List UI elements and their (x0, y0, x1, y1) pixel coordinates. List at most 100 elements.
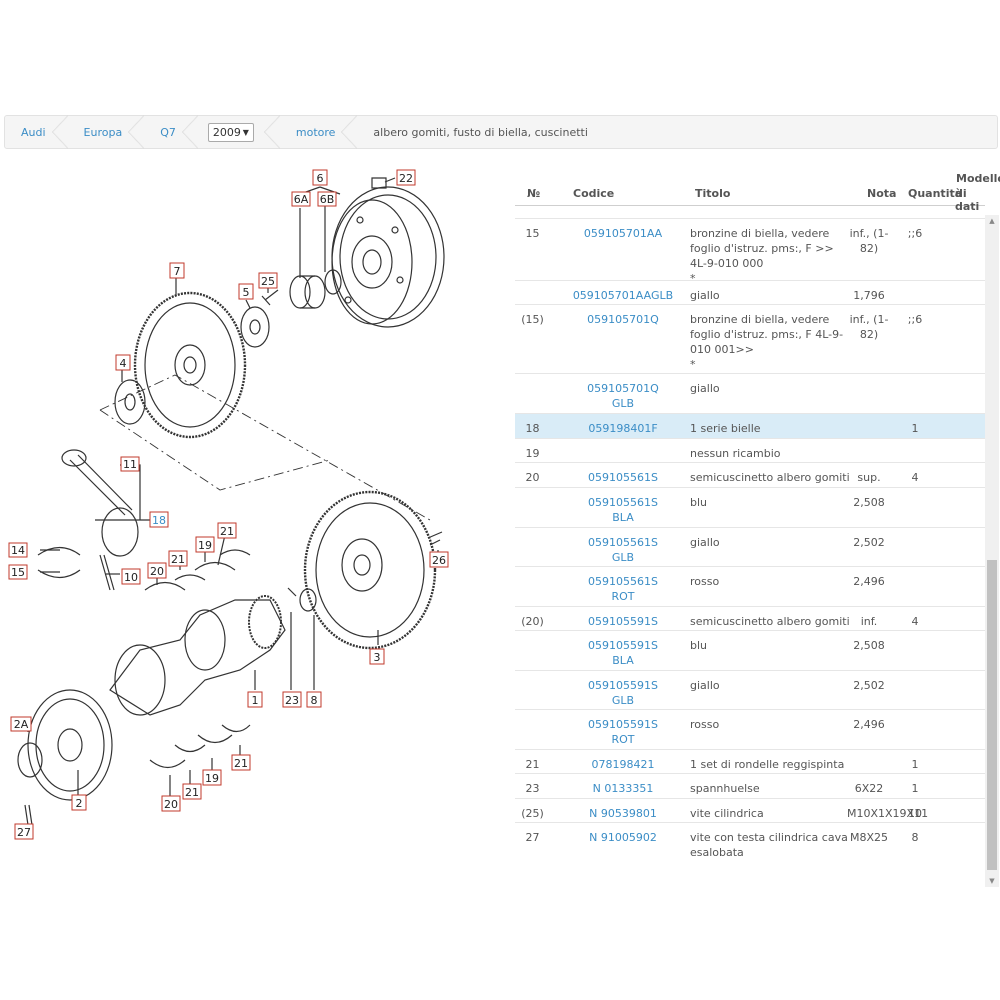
callout-label[interactable]: 8 (311, 694, 318, 707)
table-scrollbar[interactable]: ▲ ▼ (985, 215, 999, 887)
callout-label[interactable]: 27 (17, 826, 31, 839)
part-note: M10X1X19X11 (847, 807, 929, 820)
part-code-link[interactable]: 059105561S ROT (588, 575, 658, 603)
part-quantity: ;;6 (907, 313, 923, 326)
table-row[interactable]: 27 N 91005902 vite con testa cilindrica ca… (515, 822, 985, 878)
callout-label[interactable]: 10 (124, 571, 138, 584)
table-header: № Codice Titolo Nota Quantità Modello di… (515, 170, 1000, 213)
part-code-link[interactable]: 059105701AAGLB (572, 289, 674, 302)
part-title: nessun ricambio (690, 447, 781, 460)
part-code-link[interactable]: 059105561S GLB (588, 536, 658, 564)
callout-label[interactable]: 18 (152, 514, 166, 527)
callout-label[interactable]: 21 (234, 757, 248, 770)
row-number: (20) (521, 615, 544, 628)
callout-label[interactable]: 15 (11, 566, 25, 579)
callout-label[interactable]: 25 (261, 275, 275, 288)
part-code-link[interactable]: 059105701Q GLB (587, 382, 659, 410)
callout-label[interactable]: 21 (171, 553, 185, 566)
callout-label[interactable]: 21 (185, 786, 199, 799)
part-note: 2,496 (853, 718, 885, 731)
callout-label[interactable]: 7 (174, 265, 181, 278)
breadcrumb-q7[interactable]: Q7 (144, 115, 198, 149)
callout-label[interactable]: 5 (243, 286, 250, 299)
callout-label[interactable]: 14 (11, 544, 25, 557)
callout-label[interactable]: 22 (399, 172, 413, 185)
part-note: 2,496 (853, 575, 885, 588)
part-note: 1,796 (853, 289, 885, 302)
part-quantity: 1 (911, 758, 919, 771)
part-code-link[interactable]: 059105561S (588, 471, 658, 484)
breadcrumb-current: albero gomiti, fusto di biella, cuscinet… (373, 125, 588, 139)
breadcrumb-audi[interactable]: Audi (5, 115, 68, 149)
part-code-link[interactable]: 059105701AA (583, 227, 663, 240)
callout-label[interactable]: 21 (220, 525, 234, 538)
breadcrumb-motore[interactable]: motore (280, 115, 358, 149)
callout-label[interactable]: 19 (205, 772, 219, 785)
callout-label[interactable]: 4 (120, 357, 127, 370)
row-number: 23 (525, 782, 540, 795)
part-code-link[interactable]: 059198401F (588, 422, 658, 435)
callout-label[interactable]: 20 (164, 798, 178, 811)
callout-label[interactable]: 6B (320, 193, 335, 206)
scroll-thumb[interactable] (987, 560, 997, 870)
breadcrumb-europa[interactable]: Europa (68, 115, 145, 149)
part-code-link[interactable]: 059105591S (588, 615, 658, 628)
part-code-link[interactable]: N 91005902 (589, 831, 657, 844)
part-code-link[interactable]: 059105591S ROT (588, 718, 658, 746)
part-code-link[interactable]: 078198421 (591, 758, 655, 771)
part-title: rosso (690, 575, 720, 588)
row-number: 27 (525, 831, 540, 844)
table-row[interactable]: 059105561S ROT rosso 2,496 (515, 566, 985, 606)
callout-label[interactable]: 26 (432, 554, 446, 567)
scroll-down-icon[interactable]: ▼ (989, 877, 995, 885)
part-note: 2,502 (853, 536, 885, 549)
part-code-link[interactable]: N 0133351 (592, 782, 654, 795)
part-title: vite con testa cilindrica cava esalobata (690, 831, 848, 859)
part-title: 1 serie bielle (690, 422, 761, 435)
callout-label[interactable]: 6 (317, 172, 324, 185)
year-value: 2009 (212, 125, 241, 139)
part-title: bronzine di biella, vedere foglio d'istr… (690, 313, 844, 371)
callout-label[interactable]: 2 (76, 797, 83, 810)
callout-label[interactable]: 11 (123, 458, 137, 471)
part-code-link[interactable]: 059105701Q (587, 313, 659, 326)
callout-label[interactable]: 20 (150, 565, 164, 578)
header-extra1: Modello (956, 172, 1000, 185)
callout-label[interactable]: 6A (294, 193, 309, 206)
year-select[interactable]: 2009 ▼ (207, 122, 254, 142)
row-number: 15 (525, 227, 540, 240)
callout-label[interactable]: 23 (285, 694, 299, 707)
part-code-link[interactable]: 059105591S BLA (588, 639, 658, 667)
header-code: Codice (573, 187, 615, 200)
part-code-link[interactable]: 059105561S BLA (588, 496, 658, 524)
part-note: inf., (1- 82) (849, 313, 889, 341)
part-code-link[interactable]: 059105591S GLB (588, 679, 658, 707)
scroll-up-icon[interactable]: ▲ (989, 217, 995, 225)
part-code-link[interactable]: N 90539801 (589, 807, 657, 820)
callout-label[interactable]: 19 (198, 539, 212, 552)
callout-label[interactable]: 1 (252, 694, 259, 707)
row-number: 21 (525, 758, 540, 771)
part-quantity: ;;6 (907, 227, 923, 240)
part-quantity: 10 (908, 807, 922, 820)
callout-label[interactable]: 2A (14, 718, 29, 731)
part-note: 2,508 (853, 639, 885, 652)
callout-label[interactable]: 3 (374, 651, 381, 664)
row-number: 20 (525, 471, 540, 484)
